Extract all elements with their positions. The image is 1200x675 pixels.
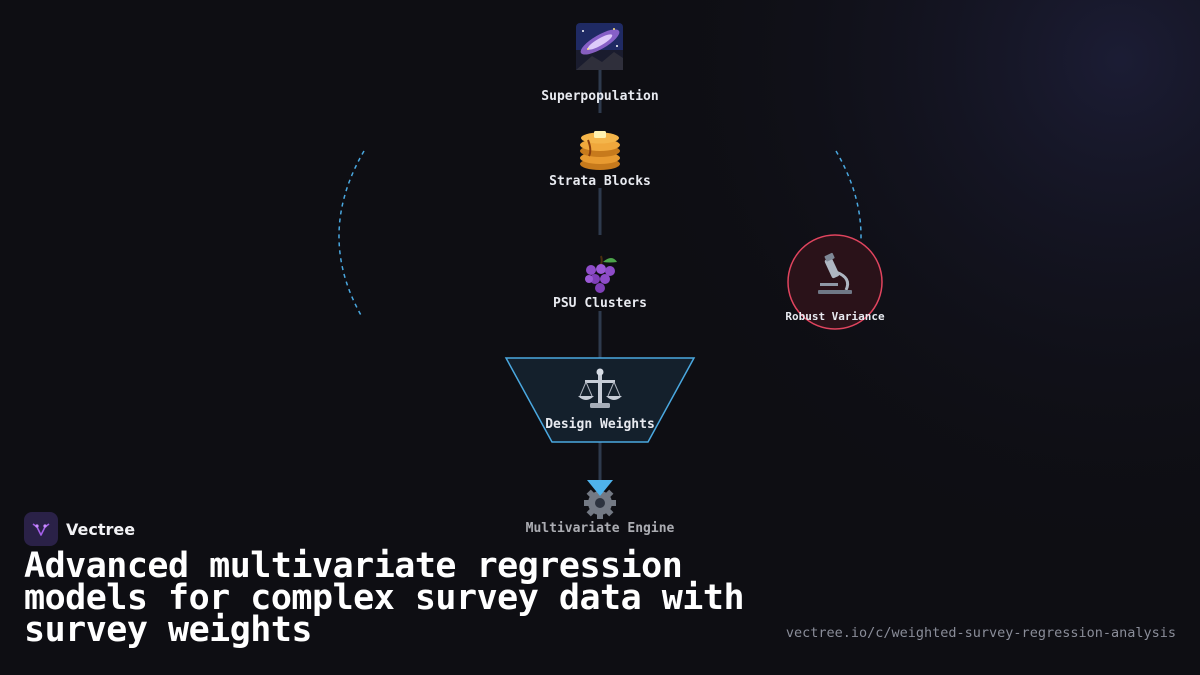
node-psu-clusters: PSU Clusters xyxy=(553,255,647,311)
node-design-weights: Design Weights xyxy=(545,368,655,432)
node-label-strata-blocks: Strata Blocks xyxy=(549,174,651,189)
page-headline: Advanced multivariate regression models … xyxy=(24,546,745,650)
left-dashed-arc xyxy=(338,150,365,318)
brand-name: Vectree xyxy=(66,519,136,539)
balance-scale-icon xyxy=(578,368,622,408)
node-label-multivariate-engine: Multivariate Engine xyxy=(526,521,675,536)
robust-variance-circle xyxy=(787,234,883,330)
grapes-icon xyxy=(585,255,617,293)
node-multivariate-engine: Multivariate Engine xyxy=(526,487,675,536)
node-label-design-weights: Design Weights xyxy=(545,417,655,432)
brand: Vectree xyxy=(24,512,135,546)
microscope-icon xyxy=(818,252,852,294)
node-label-superpopulation: Superpopulation xyxy=(541,89,658,104)
node-superpopulation: Superpopulation xyxy=(541,23,659,104)
pancakes-icon xyxy=(580,131,620,170)
vectree-logo-icon xyxy=(24,512,58,546)
gear-icon xyxy=(584,487,616,519)
page-url[interactable]: vectree.io/c/weighted-survey-regression-… xyxy=(785,625,1176,641)
arrow-into-engine xyxy=(587,480,613,496)
node-robust-variance: Robust Variance xyxy=(785,234,885,330)
node-label-psu-clusters: PSU Clusters xyxy=(553,296,647,311)
node-label-robust-variance: Robust Variance xyxy=(785,310,885,323)
node-strata-blocks: Strata Blocks xyxy=(549,131,651,189)
milky-way-icon xyxy=(576,23,623,70)
